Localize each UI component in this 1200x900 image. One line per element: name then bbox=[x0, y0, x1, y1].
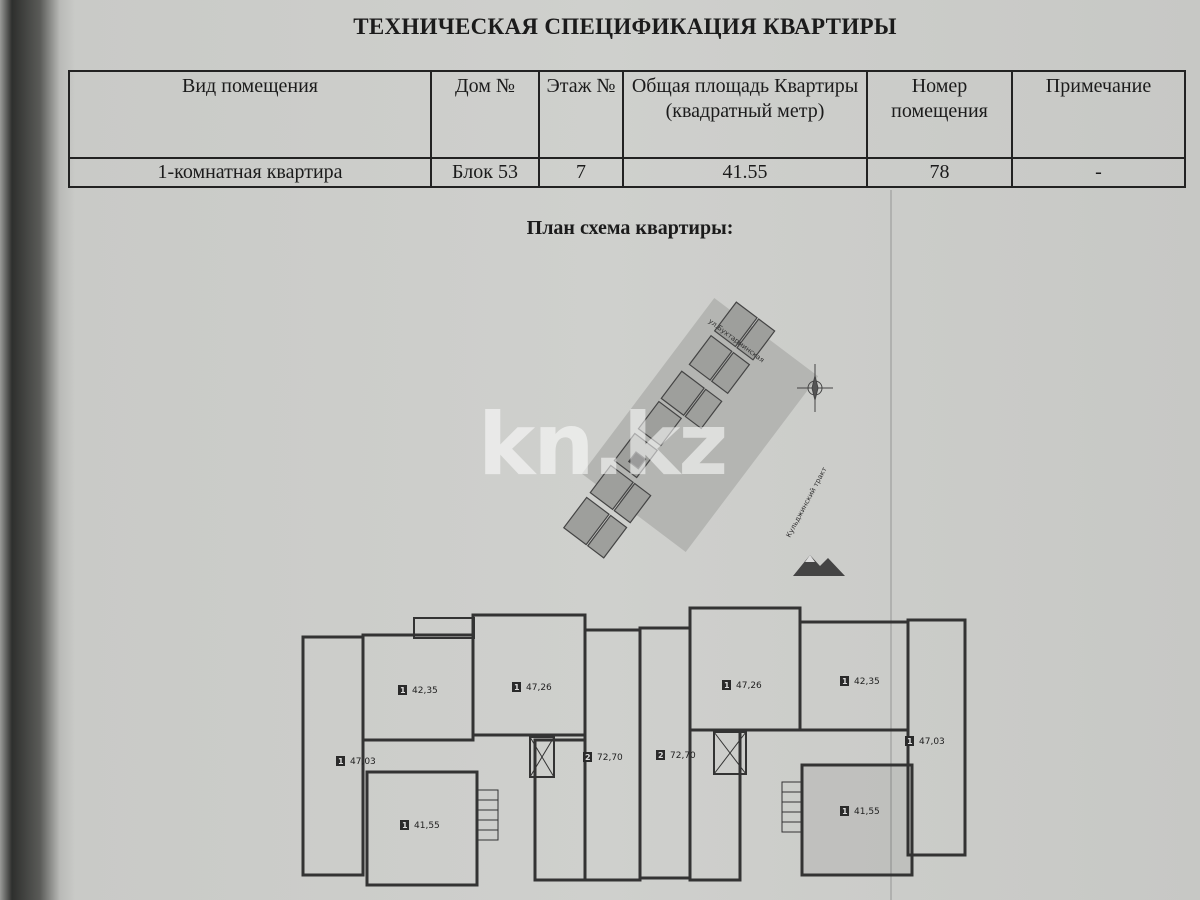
apartment-right-41-55-highlighted bbox=[800, 763, 914, 877]
cell-room-type: 1-комнатная квартира bbox=[68, 157, 432, 188]
apartment-left-47-03 bbox=[301, 635, 365, 877]
table-header-row: Вид помещения Дом № Этаж № Общая площадь… bbox=[68, 70, 1186, 159]
building-marker bbox=[627, 451, 647, 470]
header-floor: Этаж № bbox=[538, 70, 624, 159]
cell-total-area: 41.55 bbox=[622, 157, 868, 188]
specification-table: Вид помещения Дом № Этаж № Общая площадь… bbox=[68, 70, 1186, 188]
rooms-badge: 2 bbox=[658, 751, 664, 760]
area-label: 42,35 bbox=[412, 686, 438, 696]
apartment-left-47-26 bbox=[471, 613, 587, 737]
cell-house-number: Блок 53 bbox=[430, 157, 540, 188]
table-row: 1-комнатная квартира Блок 53 7 41.55 78 … bbox=[68, 157, 1186, 188]
stairs-left bbox=[477, 789, 499, 841]
rooms-badge: 2 bbox=[585, 753, 591, 762]
site-buildings bbox=[562, 301, 776, 559]
plan-subtitle: План схема квартиры: bbox=[526, 217, 734, 239]
apartment-labels: 1 47,03 1 42,35 1 47,26 1 41,55 2 72,70 … bbox=[336, 676, 945, 831]
rooms-badge: 1 bbox=[402, 821, 408, 830]
rooms-badge: 1 bbox=[842, 677, 848, 686]
area-label: 41,55 bbox=[414, 821, 440, 831]
apartment-right-47-26 bbox=[688, 606, 802, 732]
rooms-badge: 1 bbox=[724, 681, 730, 690]
stairs-right bbox=[781, 781, 803, 833]
area-label: 72,70 bbox=[597, 753, 623, 763]
rooms-badge: 1 bbox=[400, 686, 406, 695]
cell-floor: 7 bbox=[538, 157, 624, 188]
area-label: 47,26 bbox=[736, 681, 762, 691]
apartment-right-42-35 bbox=[798, 620, 910, 732]
paper-fold-line bbox=[890, 190, 892, 900]
document-title: ТЕХНИЧЕСКАЯ СПЕЦИФИКАЦИЯ КВАРТИРЫ bbox=[353, 14, 897, 39]
area-label: 41,55 bbox=[854, 807, 880, 817]
elevator-left bbox=[529, 736, 555, 778]
floor-plan bbox=[301, 606, 967, 887]
rooms-badge: 1 bbox=[514, 683, 520, 692]
elevator-right bbox=[713, 731, 747, 775]
compass-rose-icon bbox=[797, 364, 833, 412]
apartment-left-72-70-ext bbox=[533, 738, 587, 882]
site-plan: ул.Бухтарминская Кульджинский тракт bbox=[562, 298, 845, 576]
rooms-badge: 1 bbox=[842, 807, 848, 816]
cell-note: - bbox=[1011, 157, 1186, 188]
rooms-badge: 1 bbox=[338, 757, 344, 766]
header-room-type: Вид помещения bbox=[68, 70, 432, 159]
area-label: 47,26 bbox=[526, 683, 552, 693]
street-label-right: Кульджинский тракт bbox=[785, 466, 829, 539]
watermark-logo: kn.kz bbox=[478, 395, 728, 495]
apartment-left-41-55 bbox=[365, 770, 479, 887]
area-label: 47,03 bbox=[919, 737, 945, 747]
header-house-number: Дом № bbox=[430, 70, 540, 159]
area-label: 72,70 bbox=[670, 751, 696, 761]
area-label: 42,35 bbox=[854, 677, 880, 687]
header-total-area: Общая площадь Квартиры (квадратный метр) bbox=[622, 70, 868, 159]
area-label: 47,03 bbox=[350, 757, 376, 767]
mountains-icon bbox=[793, 555, 845, 576]
header-room-number: Номер помещения bbox=[866, 70, 1013, 159]
cell-room-number: 78 bbox=[866, 157, 1013, 188]
header-note: Примечание bbox=[1011, 70, 1186, 159]
rooms-badge: 1 bbox=[907, 737, 913, 746]
